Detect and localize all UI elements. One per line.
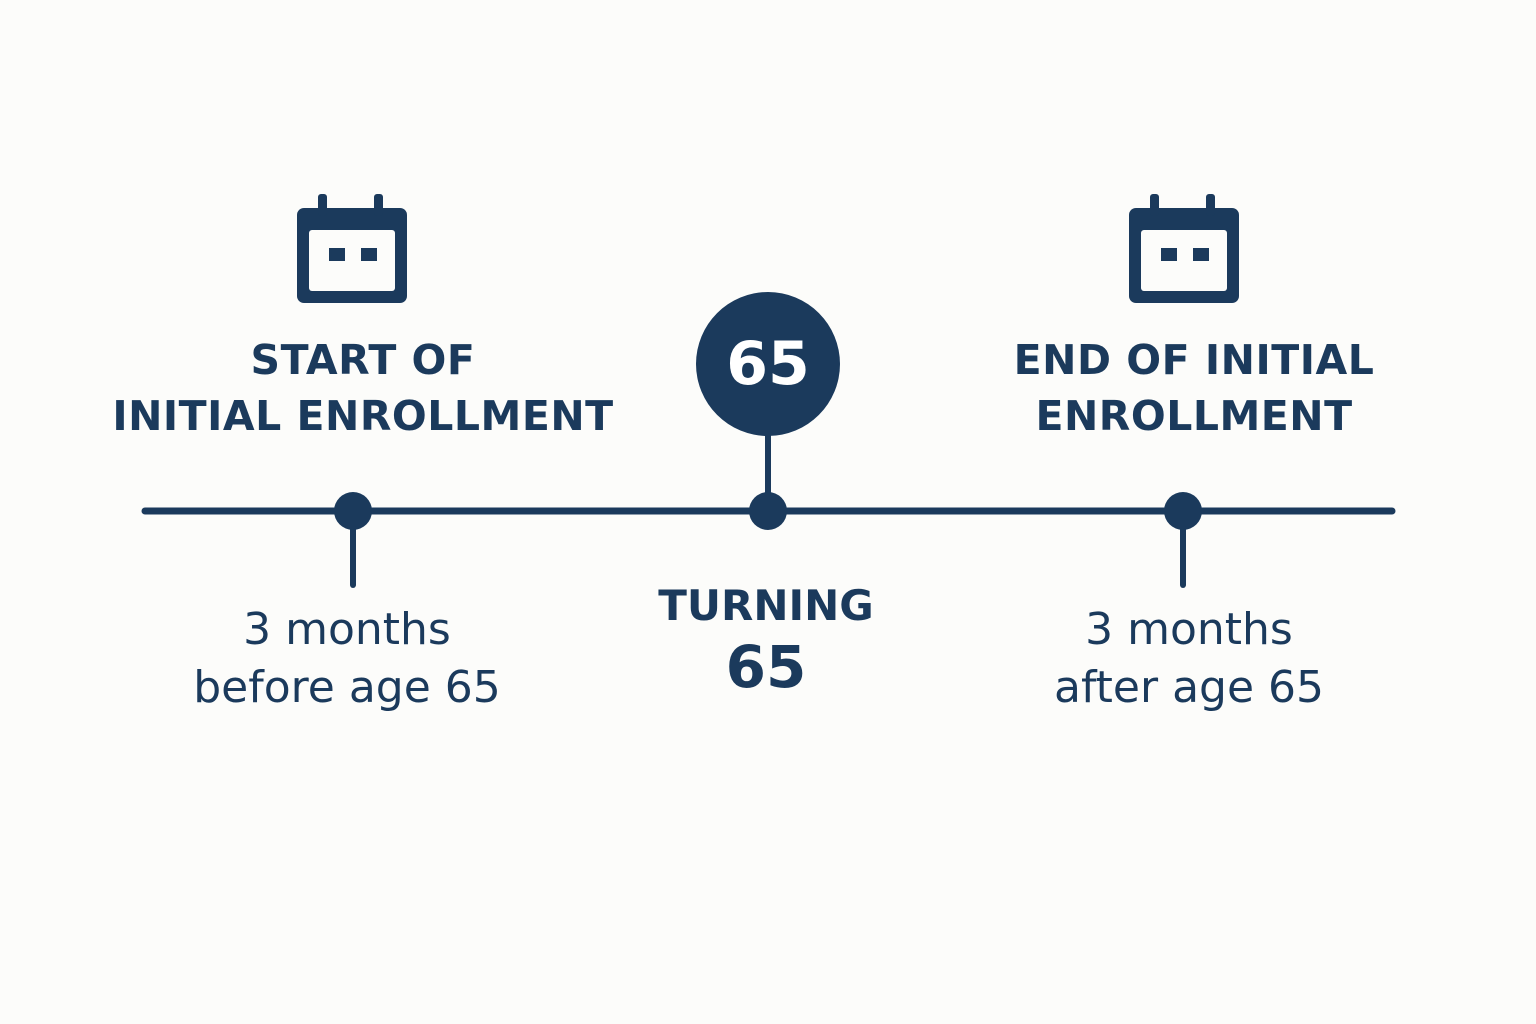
- end-of-initial-enrollment-heading: END OF INITIAL ENROLLMENT: [964, 332, 1424, 444]
- end-marker: [1164, 492, 1202, 588]
- start-heading-line1: START OF: [250, 336, 476, 384]
- start-description: 3 months before age 65: [147, 601, 547, 717]
- end-description: 3 months after age 65: [989, 601, 1389, 717]
- start-of-initial-enrollment-heading: START OF INITIAL ENROLLMENT: [103, 332, 623, 444]
- end-desc-line1: 3 months: [1085, 604, 1293, 655]
- turning-label-line2: 65: [725, 633, 807, 701]
- start-marker: [334, 492, 372, 588]
- end-heading-line2: ENROLLMENT: [1035, 392, 1353, 440]
- end-desc-line2: after age 65: [1053, 662, 1324, 713]
- calendar-icon: [1129, 194, 1239, 303]
- start-desc-line2: before age 65: [193, 662, 501, 713]
- age-65-badge: 65: [726, 329, 810, 399]
- turning-label-line1: TURNING: [658, 581, 874, 630]
- start-heading-line2: INITIAL ENROLLMENT: [112, 392, 614, 440]
- turning-65-label: TURNING 65: [606, 580, 926, 702]
- end-heading-line1: END OF INITIAL: [1013, 336, 1375, 384]
- turning-65-marker: [696, 292, 840, 530]
- calendar-icon: [297, 194, 407, 303]
- start-desc-line1: 3 months: [243, 604, 451, 655]
